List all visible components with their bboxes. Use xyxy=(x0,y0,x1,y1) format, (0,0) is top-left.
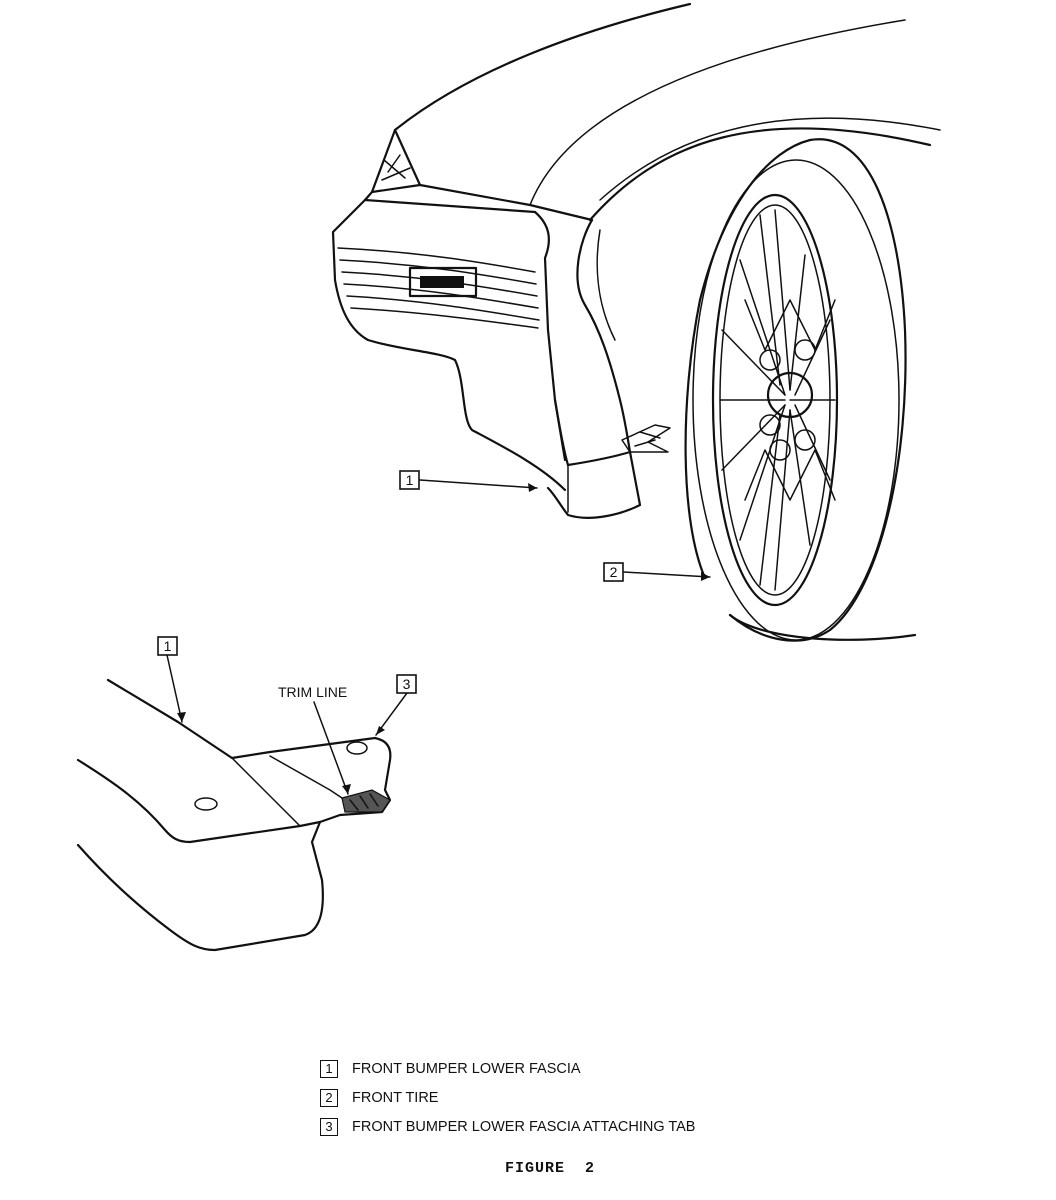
legend: 1 FRONT BUMPER LOWER FASCIA 2 FRONT TIRE… xyxy=(320,1054,695,1141)
callout-3-label: 3 xyxy=(403,676,411,692)
car-front-illustration xyxy=(331,2,941,519)
callout-1-upper: 1 xyxy=(399,470,420,490)
figure-caption: FIGURE 2 xyxy=(504,1160,595,1177)
fascia-detail-illustration xyxy=(76,678,392,952)
legend-num-3: 3 xyxy=(320,1117,338,1136)
legend-item-1: 1 FRONT BUMPER LOWER FASCIA xyxy=(320,1054,695,1083)
callout-leaders xyxy=(166,479,711,795)
callout-3: 3 xyxy=(396,674,417,694)
legend-text-1: FRONT BUMPER LOWER FASCIA xyxy=(352,1060,581,1077)
legend-num-2: 2 xyxy=(320,1088,338,1107)
legend-num-1: 1 xyxy=(320,1059,338,1078)
front-tire-illustration xyxy=(684,138,917,642)
trim-line-label: TRIM LINE xyxy=(278,684,347,700)
legend-text-2: FRONT TIRE xyxy=(352,1089,439,1106)
legend-text-3: FRONT BUMPER LOWER FASCIA ATTACHING TAB xyxy=(352,1118,696,1135)
callout-2-label: 2 xyxy=(610,564,618,580)
legend-item-2: 2 FRONT TIRE xyxy=(320,1083,695,1112)
callout-1-lower: 1 xyxy=(157,636,178,656)
callout-1-upper-label: 1 xyxy=(406,472,414,488)
callout-2: 2 xyxy=(603,562,624,582)
legend-item-3: 3 FRONT BUMPER LOWER FASCIA ATTACHING TA… xyxy=(320,1112,695,1141)
callout-1-lower-label: 1 xyxy=(164,638,172,654)
